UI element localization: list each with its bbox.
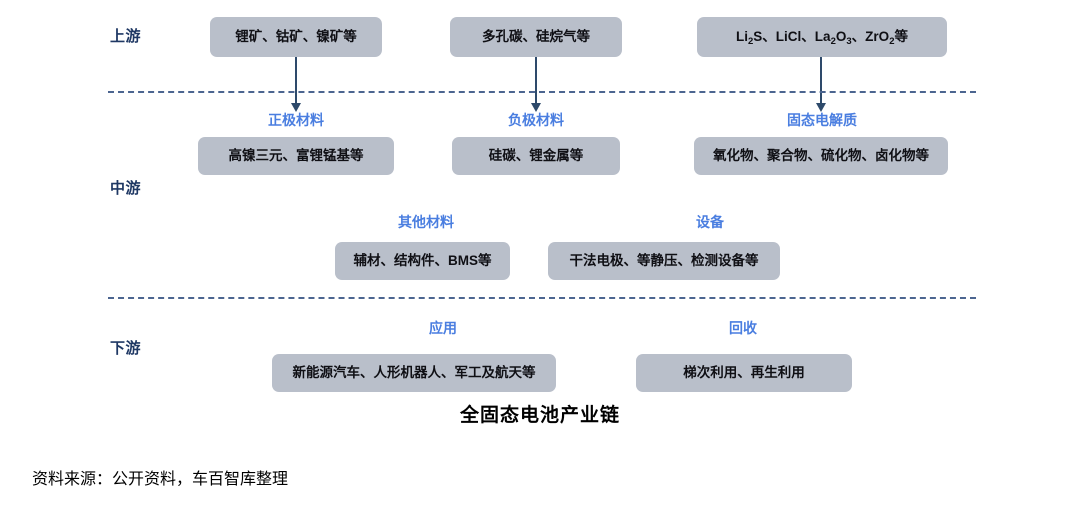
upstream-box-electrolyte-salts-formula: Li2S、LiCl、La2O3、ZrO2等 bbox=[736, 28, 908, 47]
arrow-minerals-to-cathode bbox=[291, 57, 301, 112]
figure-source-note: 资料来源：公开资料，车百智库整理 bbox=[32, 471, 289, 488]
tier-label-midstream: 中游 bbox=[110, 180, 142, 197]
downstream-box-applications: 新能源汽车、人形机器人、军工及航天等 bbox=[272, 354, 556, 392]
divider-midstream-downstream bbox=[108, 297, 976, 299]
midstream-box-equipment: 干法电极、等静压、检测设备等 bbox=[548, 242, 780, 280]
divider-upstream-midstream bbox=[108, 91, 976, 93]
tier-label-downstream: 下游 bbox=[110, 340, 142, 357]
heading-equipment: 设备 bbox=[696, 214, 724, 230]
midstream-box-anode-material: 硅碳、锂金属等 bbox=[452, 137, 620, 175]
downstream-box-recycling: 梯次利用、再生利用 bbox=[636, 354, 852, 392]
heading-solid-electrolyte: 固态电解质 bbox=[787, 112, 857, 128]
tier-label-upstream: 上游 bbox=[110, 28, 142, 45]
midstream-box-solid-electrolyte: 氧化物、聚合物、硫化物、卤化物等 bbox=[694, 137, 948, 175]
heading-anode-material: 负极材料 bbox=[508, 112, 564, 128]
arrow-salts-to-electrolyte bbox=[816, 57, 826, 112]
arrow-carbon-to-anode bbox=[531, 57, 541, 112]
heading-applications: 应用 bbox=[429, 320, 457, 336]
upstream-box-electrolyte-salts: Li2S、LiCl、La2O3、ZrO2等 bbox=[697, 17, 947, 57]
upstream-box-minerals: 锂矿、钴矿、镍矿等 bbox=[210, 17, 382, 57]
upstream-box-carbon-silane: 多孔碳、硅烷气等 bbox=[450, 17, 622, 57]
heading-cathode-material: 正极材料 bbox=[268, 112, 324, 128]
heading-other-materials: 其他材料 bbox=[398, 214, 454, 230]
midstream-box-other-materials: 辅材、结构件、BMS等 bbox=[335, 242, 510, 280]
midstream-box-cathode-material: 高镍三元、富锂锰基等 bbox=[198, 137, 394, 175]
heading-recycling: 回收 bbox=[729, 320, 757, 336]
figure-caption: 全固态电池产业链 bbox=[459, 405, 620, 426]
